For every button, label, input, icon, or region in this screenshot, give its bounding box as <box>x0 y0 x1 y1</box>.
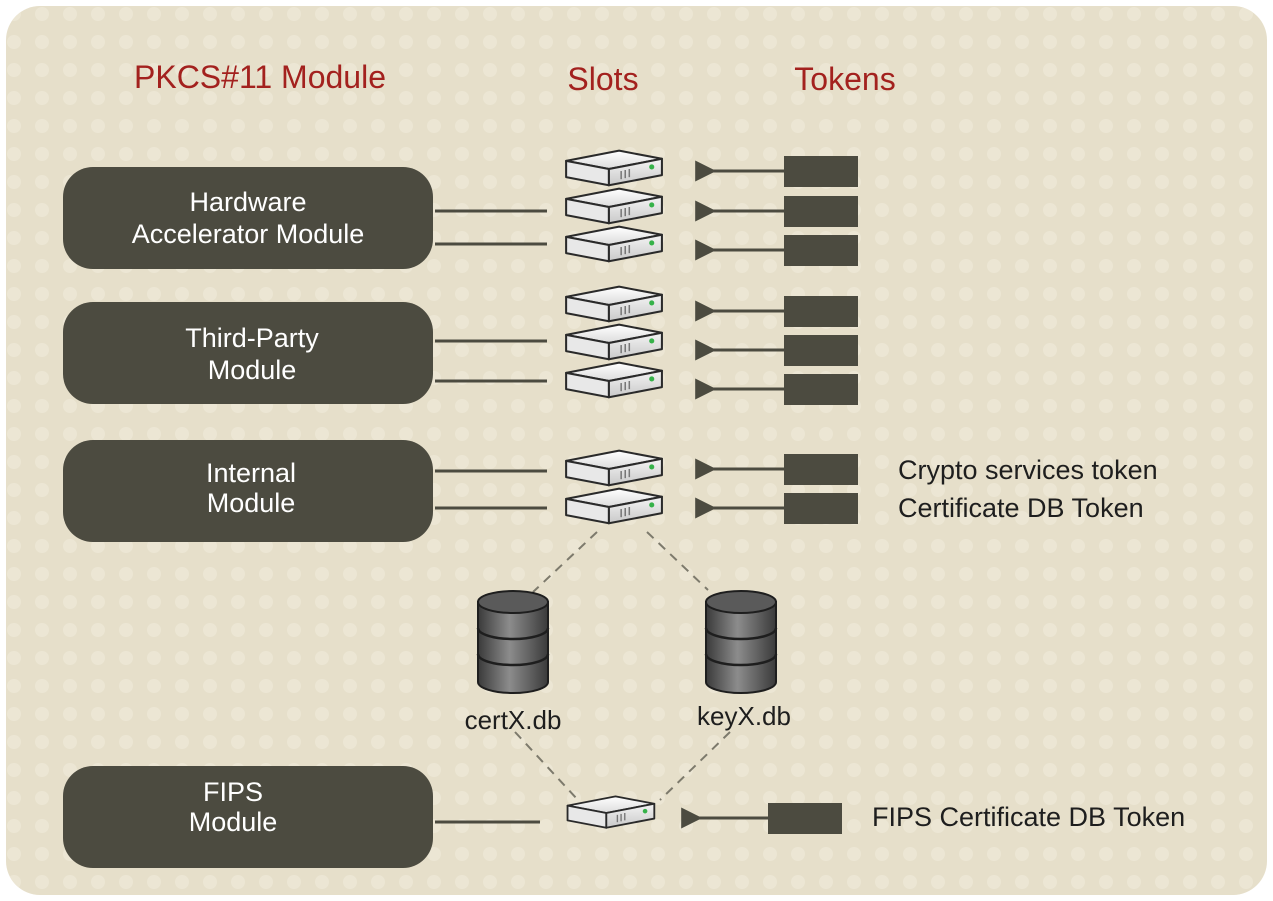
module-label-line1: Hardware <box>189 187 306 217</box>
module-box <box>63 440 433 542</box>
module-label-line2: Module <box>208 355 297 385</box>
token-label-crypto: Crypto services token <box>898 455 1158 485</box>
dashed-link <box>646 531 709 591</box>
token-blocks <box>768 156 858 834</box>
header-tokens: Tokens <box>794 61 895 97</box>
database-label-cert: certX.db <box>465 705 562 735</box>
module-label-line2: Accelerator Module <box>132 219 365 249</box>
token-block <box>784 374 858 405</box>
module-label-line1: Internal <box>206 458 296 488</box>
module-label-line1: FIPS <box>203 777 263 807</box>
module-label-line1: Third-Party <box>185 323 319 353</box>
module-label-line2: Module <box>189 807 278 837</box>
token-block <box>784 296 858 327</box>
header-pkcs11-module: PKCS#11 Module <box>134 59 386 95</box>
token-block <box>784 335 858 366</box>
module-hardware-accelerator: Hardware Accelerator Module <box>63 167 433 269</box>
token-block <box>784 235 858 266</box>
module-box <box>63 302 433 404</box>
token-block <box>784 196 858 227</box>
module-box <box>63 766 433 868</box>
token-block <box>784 493 858 524</box>
token-arrows <box>681 160 784 829</box>
module-internal: Internal Module <box>63 440 433 542</box>
database-label-key: keyX.db <box>697 701 791 731</box>
dashed-link <box>659 731 731 801</box>
token-label-fips: FIPS Certificate DB Token <box>872 802 1185 832</box>
module-slot-connectors <box>435 209 547 824</box>
token-label-certificate-db: Certificate DB Token <box>898 493 1144 523</box>
header-slots: Slots <box>567 61 638 97</box>
module-third-party: Third-Party Module <box>63 302 433 404</box>
module-box <box>63 167 433 269</box>
database-icon <box>476 590 550 694</box>
module-label-line2: Module <box>207 488 296 518</box>
token-block <box>768 803 842 834</box>
token-block <box>784 156 858 187</box>
module-fips: FIPS Module <box>63 766 433 868</box>
token-block <box>784 454 858 485</box>
database-icon <box>704 590 778 694</box>
database-dashed-links <box>514 531 731 801</box>
